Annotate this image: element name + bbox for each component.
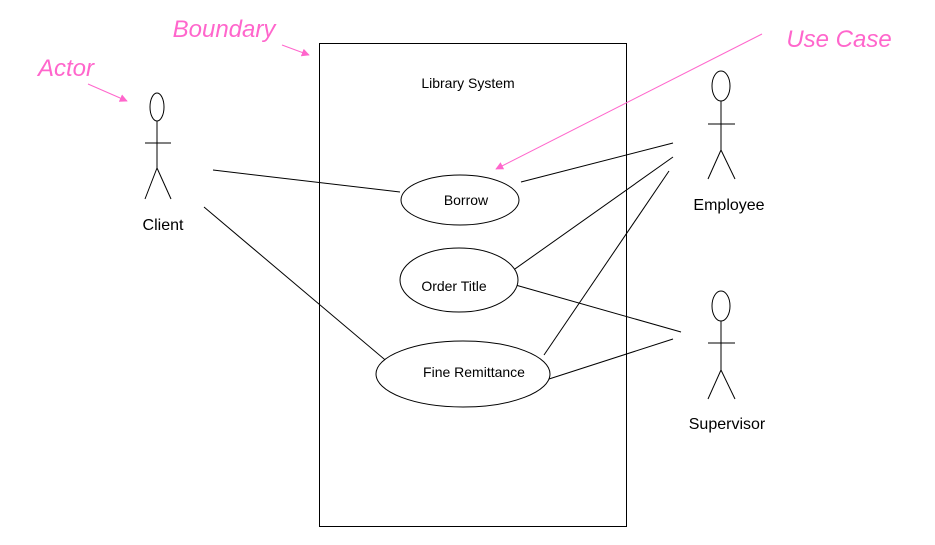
annotation-boundary: Boundary xyxy=(173,16,278,43)
actor-client: Client xyxy=(143,92,184,234)
actor-label: Employee xyxy=(693,197,764,214)
use-case-label: Order Title xyxy=(421,278,487,294)
associations xyxy=(203,142,682,380)
use-case-ellipse xyxy=(375,340,551,408)
actor-supervisor: Supervisor xyxy=(689,290,766,433)
use-case-ellipse xyxy=(399,247,519,313)
annotation-boundary-arrow xyxy=(281,44,310,57)
actor-leg-left xyxy=(144,167,158,200)
association-employee-borrow xyxy=(520,142,674,183)
use-case-borrow: Borrow xyxy=(400,174,520,226)
actor-head xyxy=(711,70,731,102)
actor-label: Client xyxy=(143,217,184,234)
use-case-label: Borrow xyxy=(444,192,489,208)
actor-leg-right xyxy=(720,149,736,180)
use-case-fine-remittance: Fine Remittance xyxy=(375,340,551,408)
actor-head xyxy=(711,290,731,322)
actor-leg-right xyxy=(720,369,736,400)
actor-leg-right xyxy=(156,167,172,200)
association-employee-fine-remittance xyxy=(543,170,670,356)
annotations: Boundary Actor Use Case xyxy=(36,16,892,170)
system-title: Library System xyxy=(421,75,514,91)
use-case-ellipse xyxy=(400,174,520,226)
association-supervisor-fine-remittance xyxy=(548,338,674,380)
association-client-fine-remittance xyxy=(203,206,391,365)
association-employee-order-title xyxy=(504,156,674,277)
actor-leg-left xyxy=(707,149,722,180)
use-case-label: Fine Remittance xyxy=(423,364,525,380)
actor-employee: Employee xyxy=(693,70,765,214)
annotation-actor-arrow xyxy=(87,83,128,102)
actor-leg-left xyxy=(707,369,722,400)
use-case-order-title: Order Title xyxy=(399,247,519,313)
system-boundary: Library System xyxy=(319,43,627,527)
association-supervisor-order-title xyxy=(511,283,682,333)
annotation-actor: Actor xyxy=(36,55,95,82)
association-client-borrow xyxy=(212,169,401,193)
annotation-use-case: Use Case xyxy=(786,26,891,53)
annotation-use-case-arrow xyxy=(495,33,763,170)
system-boundary-box xyxy=(319,43,627,527)
actor-head xyxy=(149,92,165,122)
actor-label: Supervisor xyxy=(689,416,766,433)
